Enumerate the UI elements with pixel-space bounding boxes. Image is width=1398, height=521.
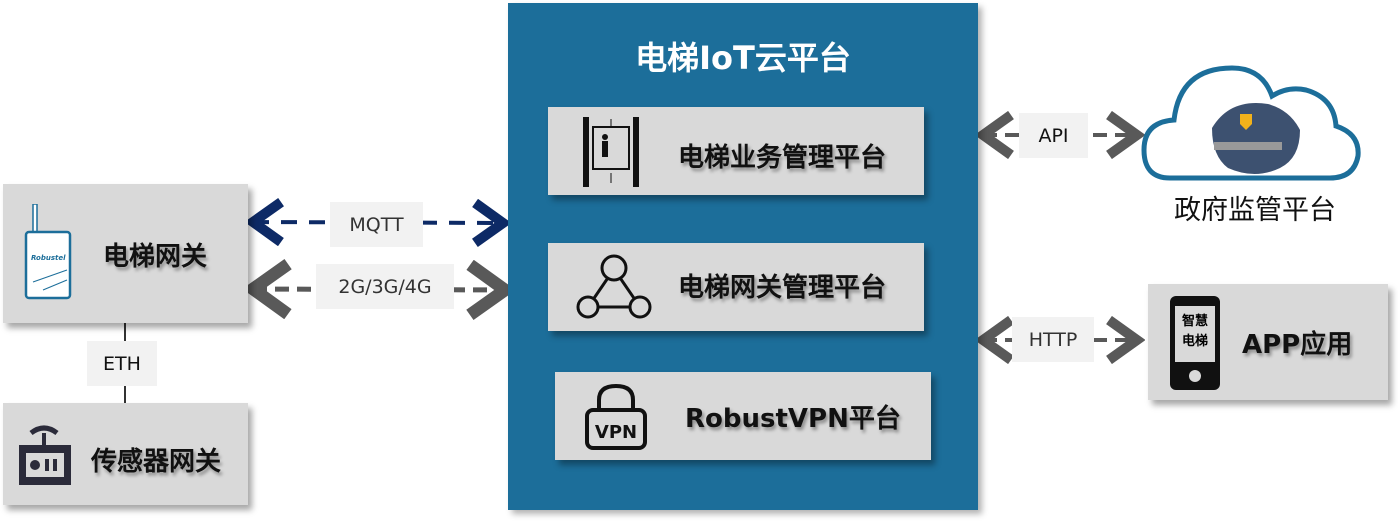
sensor-gateway-box[interactable]: 传感器网关 (3, 403, 248, 505)
svg-text:Robustel: Robustel (31, 254, 66, 262)
platform-title: 电梯IoT云平台 (635, 39, 851, 77)
http-label: HTTP (1012, 317, 1094, 362)
sensor-gateway-label: 传感器网关 (91, 447, 222, 477)
module-label: RobustVPN平台 (685, 404, 901, 434)
elevator-gateway-label: 电梯网关 (103, 242, 208, 272)
module-robustvpn[interactable]: VPN RobustVPN平台 (555, 372, 931, 460)
api-label: API (1019, 113, 1088, 158)
elevator-gateway-box[interactable]: Robustel 电梯网关 (3, 184, 248, 323)
sensor-remote-icon (19, 425, 71, 485)
cellular-label: 2G/3G/4G (316, 264, 454, 309)
module-elevator-business[interactable]: 电梯业务管理平台 (548, 107, 924, 195)
smartphone-icon: 智慧 电梯 (1170, 296, 1220, 390)
svg-text:VPN: VPN (595, 422, 637, 443)
phone-text-line: 智慧 (1181, 314, 1208, 329)
phone-text-line: 电梯 (1181, 334, 1208, 349)
cellular-arrow (253, 289, 505, 290)
app-label: APP应用 (1242, 330, 1353, 360)
router-device-icon: Robustel (24, 204, 72, 300)
elevator-icon (583, 117, 639, 187)
app-box[interactable]: 智慧 电梯 APP应用 (1148, 284, 1388, 400)
eth-label: ETH (87, 341, 157, 386)
gov-cloud-police-icon (1141, 65, 1361, 181)
gov-platform-label: 政府监管平台 (1174, 195, 1336, 226)
module-label: 电梯网关管理平台 (678, 273, 887, 303)
vpn-lock-icon: VPN (585, 383, 647, 450)
network-triangle-icon (576, 254, 652, 319)
module-label: 电梯业务管理平台 (678, 143, 887, 173)
module-gateway-management[interactable]: 电梯网关管理平台 (548, 243, 924, 331)
mqtt-label: MQTT (330, 202, 423, 247)
